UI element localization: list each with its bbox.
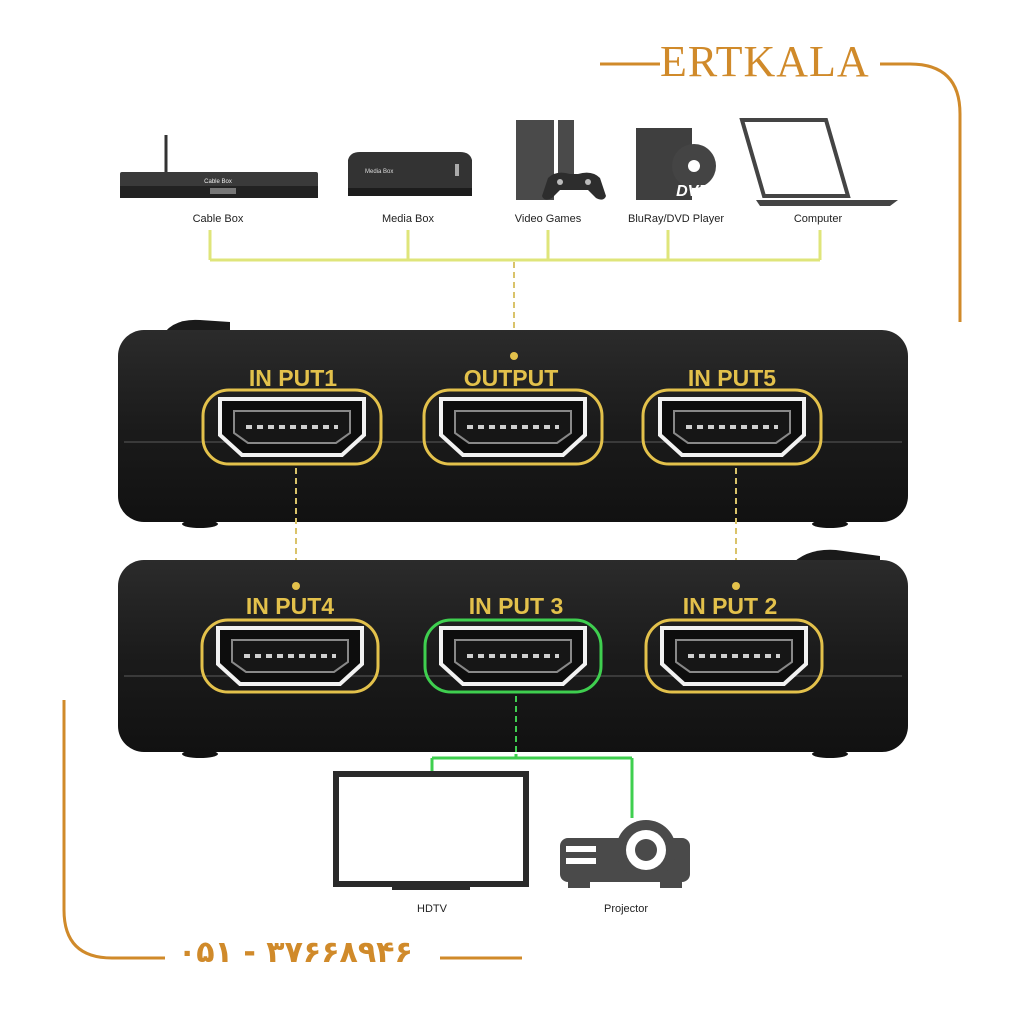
port-input2[interactable] [644, 618, 824, 694]
port-label-input4: IN PUT4 [246, 593, 334, 619]
device-label-cable-box: Cable Box [193, 213, 244, 225]
port-label-input5: IN PUT5 [688, 365, 776, 391]
port-label-input2: IN PUT 2 [683, 593, 778, 619]
phone-number: ۰۵۱ - ۳۷۶۶۸۹۴۶ [178, 935, 413, 970]
projector-icon [560, 820, 690, 888]
laptop-icon [739, 118, 898, 206]
output-label-hdtv: HDTV [417, 903, 448, 915]
port-input4[interactable] [200, 618, 380, 694]
media-box-icon: Media Box [348, 152, 472, 196]
port-input1[interactable] [201, 388, 383, 466]
device-label-video-games: Video Games [515, 213, 582, 225]
dvd-player-icon: DVD [636, 128, 716, 200]
port-label-input1: IN PUT1 [249, 365, 337, 391]
device-label-computer: Computer [794, 213, 843, 225]
output-label-projector: Projector [604, 903, 648, 915]
cable-box-icon: Cable Box [120, 135, 318, 198]
frame-lines [62, 62, 962, 960]
dvd-logo-text: DVD [676, 183, 710, 200]
port-label-output: OUTPUT [464, 365, 559, 391]
port-input3-active[interactable] [423, 618, 603, 694]
brand-logo: ERTKALA [660, 37, 870, 86]
port-output[interactable] [422, 388, 604, 466]
port-label-input3: IN PUT 3 [469, 593, 564, 619]
media-box-screen-text: Media Box [365, 169, 393, 175]
tv-icon [333, 771, 529, 890]
device-label-media-box: Media Box [382, 213, 434, 225]
device-label-dvd-player: BluRay/DVD Player [628, 213, 724, 225]
port-input5[interactable] [641, 388, 823, 466]
cable-box-screen-text: Cable Box [204, 179, 232, 185]
game-console-icon [516, 120, 606, 200]
